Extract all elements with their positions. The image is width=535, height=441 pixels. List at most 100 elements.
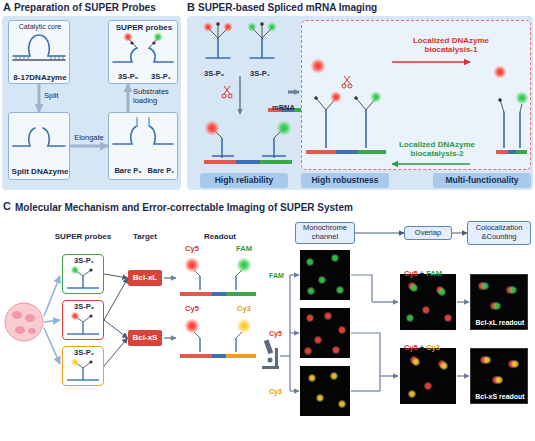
figure-label: + — [420, 344, 424, 353]
box-text: 3S-P₁ — [145, 73, 177, 82]
text-slot: SUPER probes — [109, 23, 179, 32]
connector-arrow — [127, 84, 130, 112]
figure-label: 3S-P₁ — [250, 70, 270, 79]
text-slot: Localized DNAzyme biocatalysis-1 — [409, 36, 493, 54]
feature-tag: Multi-functionality — [433, 173, 531, 188]
text-slot: Elongate — [70, 134, 108, 143]
box-text: Bcl-xL readout — [471, 319, 529, 327]
figure-label: Cy3 — [230, 305, 258, 314]
figure-label: FAM — [269, 272, 284, 280]
image-panel: Bcl-xL readout — [470, 274, 528, 330]
step-box: Catalytic core 8-17DNAzyme — [8, 20, 70, 84]
figure-label: Molecular Mechanism and Error-correctabl… — [15, 202, 353, 214]
box-text: Colocalization &Counting — [468, 224, 530, 241]
image-panel: Bcl-xS readout — [470, 348, 528, 404]
connector-arrow — [104, 278, 128, 320]
text-slot: Split DNAzyme — [9, 167, 71, 176]
box-text: High robustness — [308, 176, 381, 186]
box-text: Bcl-xS readout — [471, 393, 529, 401]
edge-label: Split — [44, 92, 74, 101]
text-slot: Catalytic core — [9, 23, 71, 31]
dashed-region: Localized DNAzyme biocatalysis-1Localize… — [301, 20, 531, 170]
step-box: Split DNAzyme — [8, 112, 70, 180]
text-slot: Bare P₁ — [145, 167, 177, 176]
text-slot: + — [420, 336, 424, 354]
edge-label: Elongate — [70, 134, 108, 143]
figure-label: FAM — [426, 270, 442, 279]
box-text: Multi-functionality — [442, 176, 521, 186]
text-slot: Split — [44, 92, 74, 101]
text-slot: 3S-P₁ — [145, 73, 177, 82]
text-slot: 3S-P₂ — [63, 349, 105, 358]
probe-box: 3S-P₂ — [62, 346, 104, 386]
box-text: High reliability — [212, 176, 277, 186]
feature-tag: High reliability — [200, 173, 288, 188]
box-text: Preparation of SUPER Probes — [14, 2, 182, 14]
figure-label: SUPER probes — [48, 232, 118, 241]
figure-label: Cy3 — [426, 344, 440, 353]
connector-arrow — [38, 84, 41, 112]
text-slot: 3S-P₀ — [111, 73, 145, 82]
box-text: Monochrome channel — [296, 224, 354, 241]
box-text: Localized DNAzyme biocatalysis-1 — [409, 36, 493, 54]
text-slot: SUPER probes — [48, 232, 118, 241]
box-text: 3S-P₀ — [63, 303, 105, 312]
probe-box: 3S-P₀ — [62, 300, 104, 340]
connector-arrow — [104, 274, 128, 278]
connector-arrow — [104, 338, 128, 366]
connector-arrow — [452, 233, 467, 234]
figure-label: Cy5 — [178, 305, 206, 314]
text-slot: Bcl-xL readout — [471, 319, 529, 327]
text-slot: Cy5 — [404, 336, 418, 354]
text-slot: Substrates loading — [133, 88, 177, 105]
text-slot: Molecular Mechanism and Error-correctabl… — [15, 197, 353, 215]
text-slot: Cy5 — [404, 262, 418, 280]
text-slot: Cy3 — [269, 380, 282, 398]
figure-label: Readout — [185, 232, 255, 241]
edge-label: Substrates loading — [133, 88, 177, 105]
text-slot: 3S-P₁ — [63, 257, 105, 266]
text-slot: Cy5 — [178, 305, 206, 314]
box-text: 8-17DNAzyme — [9, 73, 71, 82]
figure-label: + — [420, 270, 424, 279]
connector-arrow — [355, 233, 404, 234]
box-text: Localized DNAzyme biocatalysis-2 — [395, 140, 479, 158]
figure-label: 3S-P₀ — [204, 70, 224, 79]
figure-label: C — [3, 200, 11, 213]
text-slot: Bcl-xS readout — [471, 393, 529, 401]
box-text: 3S-P₁ — [63, 257, 105, 266]
box-text: Bare P₀ — [111, 167, 145, 176]
text-slot: Bare P₀ — [111, 167, 145, 176]
text-slot: mRNA — [272, 96, 295, 114]
figure-label: mRNA — [272, 104, 295, 113]
figure-label: Cy3 — [269, 388, 282, 396]
box-text: Split DNAzyme — [9, 167, 71, 176]
text-slot: Cy3 — [230, 305, 258, 314]
figure-label: FAM — [230, 245, 258, 254]
box-text: Catalytic core — [9, 23, 71, 31]
stage-box: Colocalization &Counting — [467, 221, 531, 245]
figure-label: Cy5 — [178, 245, 206, 254]
text-slot: Readout — [185, 232, 255, 241]
box-text: SUPER probes — [109, 23, 179, 32]
connector-arrow — [104, 320, 128, 338]
connector-arrow — [70, 145, 108, 148]
stage-box: Overlap — [404, 226, 452, 240]
text-slot: FAM — [426, 262, 442, 280]
text-slot: B — [187, 1, 199, 14]
figure-label: Cy5 — [404, 270, 418, 279]
box-text: SUPER-based Spliced mRNA Imaging — [198, 2, 528, 14]
text-slot: + — [420, 262, 424, 280]
feature-tag: High robustness — [301, 173, 389, 188]
target-box: Bcl-xL — [128, 270, 162, 286]
text-slot: C — [3, 196, 11, 214]
panel: BSUPER-based Spliced mRNA ImagingHigh re… — [185, 0, 535, 192]
stage-box: Monochrome channel — [295, 222, 355, 244]
box-text: 3S-P₀ — [111, 73, 145, 82]
box-text: Overlap — [412, 229, 444, 238]
text-slot: 3S-P₀ — [204, 62, 224, 80]
